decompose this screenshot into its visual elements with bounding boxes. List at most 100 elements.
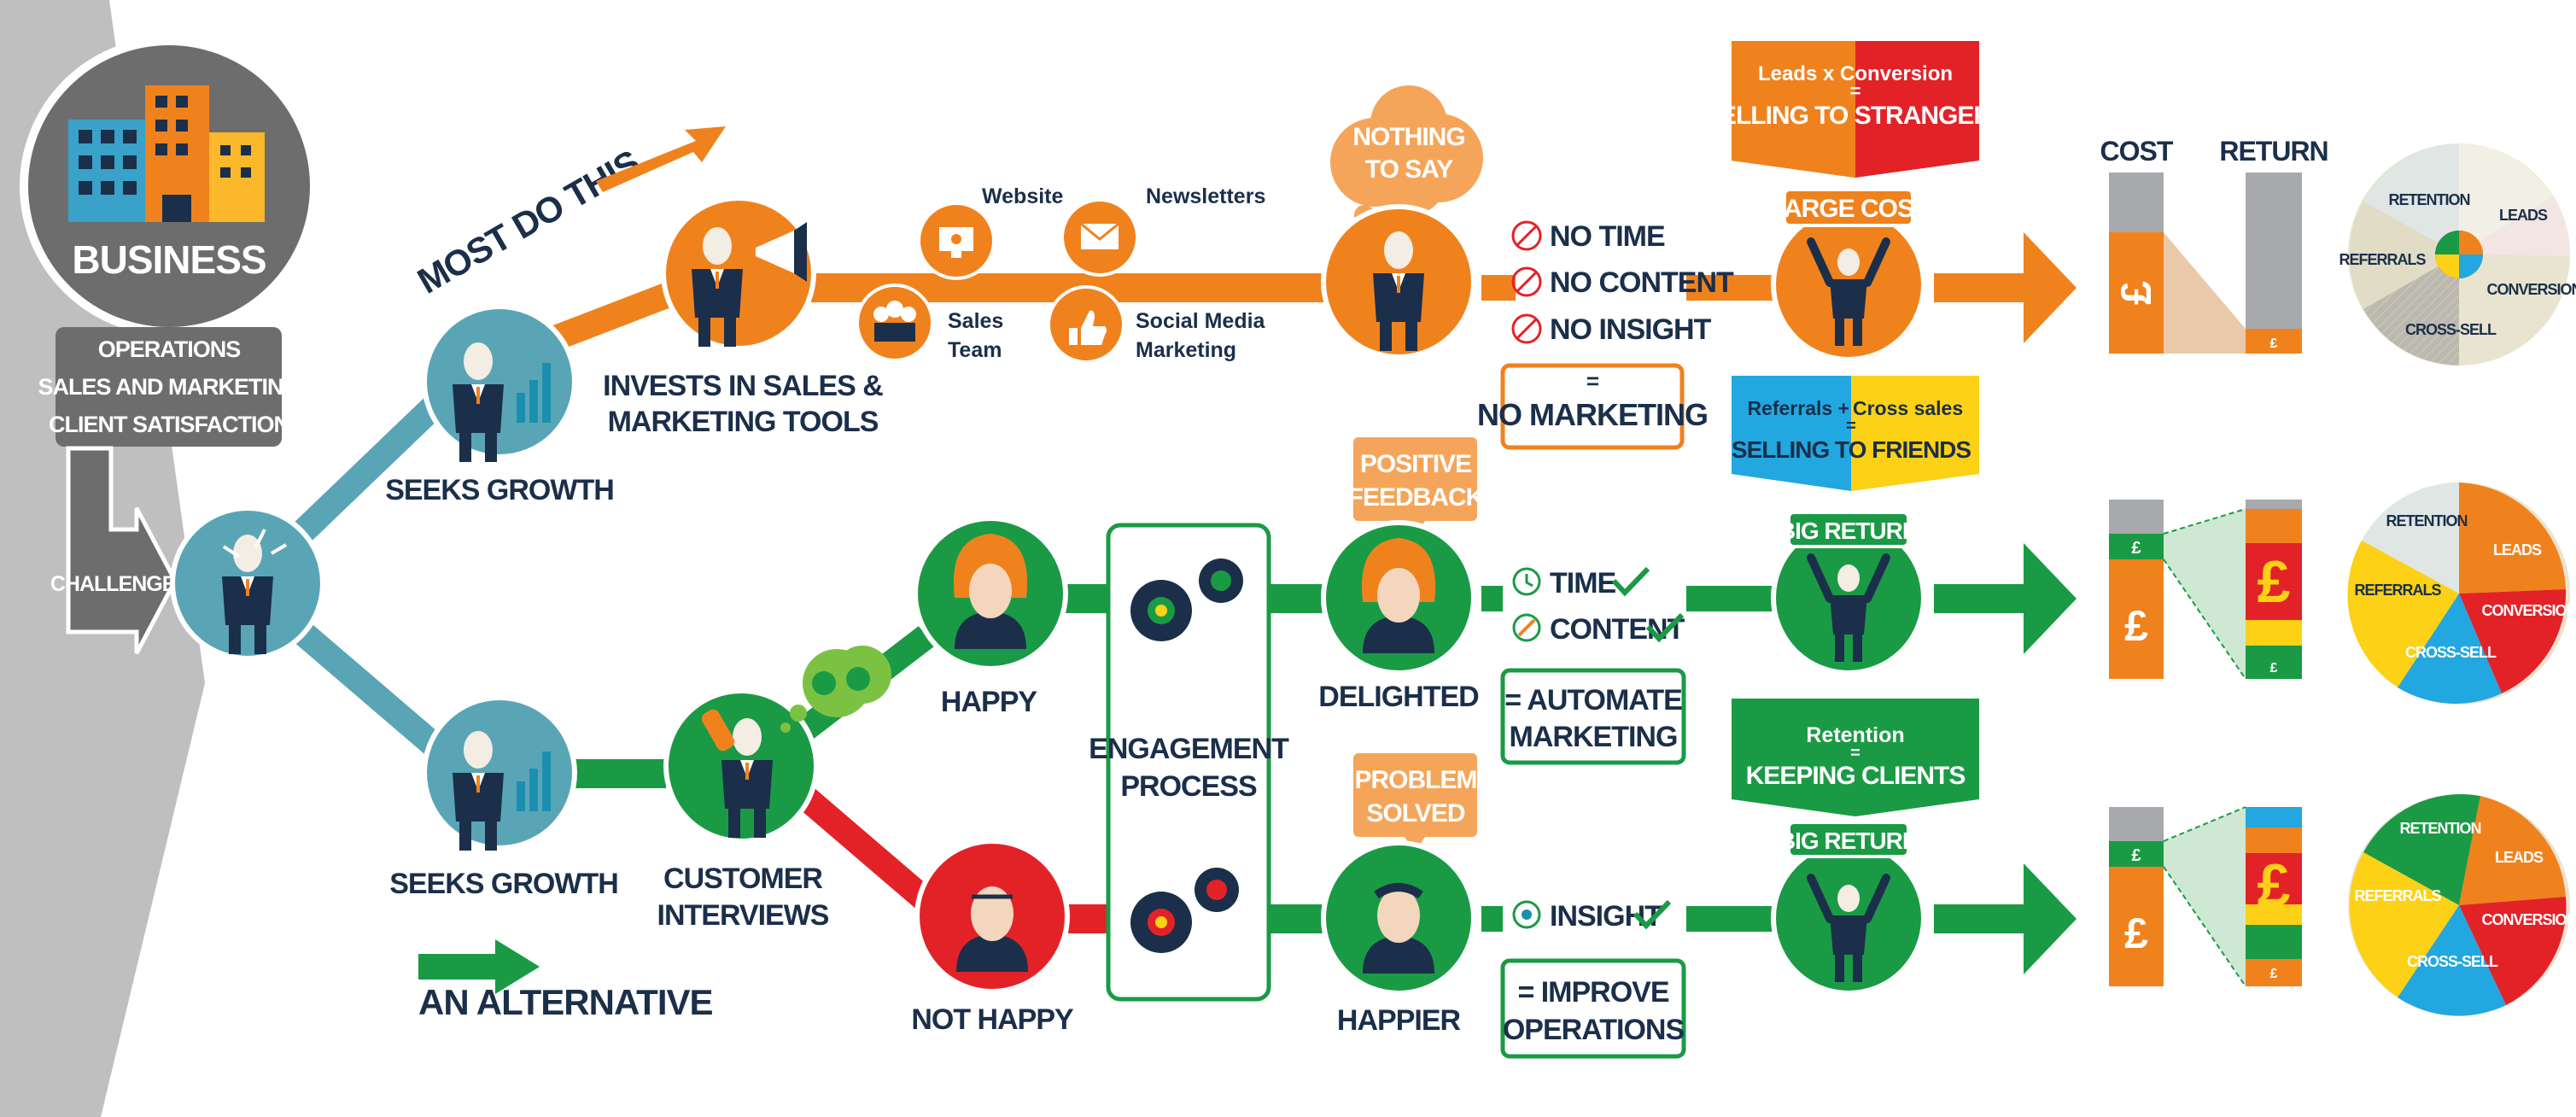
improve-box (1500, 958, 1686, 1059)
pie1-cross-sell: CROSS-SELL (2405, 321, 2497, 338)
pound-cost-2b: £ (2124, 602, 2148, 650)
most-do-this-arrow (596, 126, 726, 192)
no-content-item: NO CONTENT (1511, 266, 1735, 299)
keeping-eq: = (1850, 744, 1860, 763)
no-time-item: NO TIME (1511, 220, 1666, 253)
business-items-box (55, 327, 282, 447)
automate-label-1: = AUTOMATE (1504, 684, 1682, 716)
newsletter-icon (1060, 198, 1139, 277)
pound-cost-3a: £ (2131, 846, 2141, 865)
automate-label-2: MARKETING (1510, 721, 1678, 753)
friends-line-2: SELLING TO FRIENDS (1732, 436, 1971, 463)
pie3-referrals: REFERRALS (2354, 887, 2441, 904)
tool-newsletters-label: Newsletters (1146, 184, 1265, 208)
challenges-arrow (66, 446, 178, 655)
return-heading: RETURN (2219, 136, 2328, 167)
happier-label: HAPPIER (1337, 1004, 1461, 1037)
pound-return-1: £ (2270, 336, 2278, 351)
gears-icon-top (1130, 558, 1243, 641)
nothing-to-say-bubble: NOTHING TO SAY (1330, 85, 1483, 237)
no-content-label: NO CONTENT (1550, 266, 1734, 299)
thought-line-2: TO SAY (1365, 155, 1453, 184)
problem-solved-callout: PROBLEM SOLVED (1353, 753, 1478, 852)
pie2-retention: RETENTION (2386, 512, 2467, 529)
pie1-leads: LEADS (2499, 207, 2548, 224)
pie2-leads: LEADS (2493, 541, 2542, 558)
pie3-leads: LEADS (2495, 849, 2544, 866)
positive-feedback-callout: POSITIVE FEEDBACK (1348, 437, 1486, 536)
check-icon (1633, 899, 1672, 930)
happy-customer-node (913, 516, 1068, 671)
friends-line-1b: Cross sales (1853, 397, 1963, 419)
business-item-operations: OPERATIONS (98, 336, 241, 362)
pie1-referrals: REFERRALS (2339, 251, 2426, 268)
improve-label-2: OPERATIONS (1503, 1014, 1685, 1046)
automate-box (1500, 668, 1686, 765)
thought-line-1: NOTHING (1352, 123, 1464, 151)
feedback-bubble (780, 646, 891, 733)
not-happy-label: NOT HAPPY (911, 1003, 1074, 1036)
business-item-satisfaction: CLIENT SATISFACTION (49, 412, 289, 437)
pie3-retention: RETENTION (2399, 820, 2480, 837)
pie2-cross-sell: CROSS-SELL (2405, 644, 2497, 661)
pie3-conversion: CONVERSION (2481, 911, 2576, 928)
pound-cost-3b: £ (2124, 909, 2148, 957)
strangers-line-1: Leads x Conversion (1758, 62, 1953, 85)
challenged-person-node (170, 506, 325, 661)
seeks-growth-node-bottom (422, 695, 577, 851)
interviews-label-2: INTERVIEWS (657, 899, 829, 932)
strangers-banner: Leads x Conversion = SELLING TO STRANGER… (1703, 41, 2008, 178)
most-do-this-label: MOST DO THIS (411, 142, 646, 301)
no-marketing-label: NO MARKETING (1477, 397, 1708, 432)
problem-solved-1: PROBLEM (1355, 766, 1477, 794)
top-result-arrow (2024, 232, 2077, 343)
big-return-badge-1: BIG RETURN (1779, 518, 1919, 544)
strangers-line-2: SELLING TO STRANGERS (1703, 102, 2007, 130)
pound-return-2: £ (2258, 548, 2291, 615)
alternative-arrow (418, 939, 540, 994)
keeping-line-2: KEEPING CLIENTS (1746, 762, 1966, 790)
no-marketing-box (1500, 363, 1685, 450)
happy-label: HAPPY (941, 686, 1037, 718)
cost-return-bars-3: £ £ £ £ (2109, 806, 2302, 987)
business-title: BUSINESS (72, 237, 266, 282)
website-icon (917, 202, 996, 280)
insight-item: INSIGHT (1512, 899, 1672, 933)
tool-sales-label-1: Sales (948, 309, 1003, 333)
not-happy-customer-node (914, 839, 1070, 994)
friends-line-1a: Referrals + (1747, 397, 1849, 419)
time-label: TIME (1550, 567, 1616, 599)
sales-team-icon (856, 284, 934, 362)
invests-node (661, 196, 816, 351)
bottom-result-arrow (2024, 863, 2077, 974)
cost-heading: COST (2100, 136, 2174, 167)
friends-eq: = (1846, 417, 1856, 436)
cost-return-bars-2: £ £ £ £ (2109, 500, 2302, 680)
customer-interviews-node (663, 688, 819, 844)
gears-icon-bottom (1130, 868, 1239, 953)
happier-node (1321, 840, 1476, 996)
big-return-node-2: BIG RETURN (1771, 821, 1926, 996)
engagement-label-2: PROCESS (1120, 770, 1257, 803)
pie3-cross-sell: CROSS-SELL (2407, 953, 2498, 970)
no-insight-item: NO INSIGHT (1511, 313, 1713, 346)
no-insight-label: NO INSIGHT (1550, 313, 1712, 346)
seeks-growth-node-top (422, 304, 577, 462)
pound-return-2b: £ (2270, 661, 2278, 675)
large-cost-badge: LARGE COST (1769, 195, 1929, 223)
large-cost-node: LARGE COST (1769, 188, 1930, 362)
seeks-growth-label-top: SEEKS GROWTH (385, 474, 614, 506)
pie2-conversion: CONVERSION (2481, 602, 2576, 619)
pound-return-3: £ (2258, 851, 2291, 918)
pound-cost-2a: £ (2131, 539, 2141, 558)
invests-label-1: INVESTS IN SALES & (603, 370, 883, 402)
keeping-clients-banner: Retention = KEEPING CLIENTS (1732, 699, 1979, 816)
engagement-label-1: ENGAGEMENT (1089, 733, 1289, 765)
challenges-label: CHALLENGES (50, 572, 190, 596)
no-time-label: NO TIME (1550, 220, 1665, 253)
positive-feedback-1: POSITIVE (1360, 450, 1471, 478)
invests-label-2: MARKETING TOOLS (608, 406, 879, 438)
friends-banner: Referrals + Cross sales = SELLING TO FRI… (1732, 376, 1979, 491)
problem-solved-2: SOLVED (1366, 799, 1464, 828)
cost-return-bars-1: £ £ (2109, 173, 2302, 354)
